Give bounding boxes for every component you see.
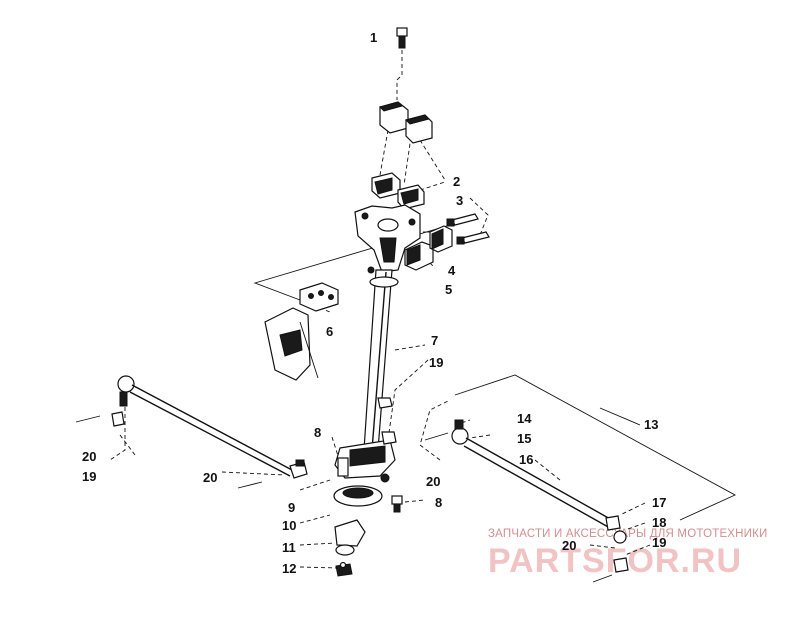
callout-8-left: 8 [314,425,321,440]
callout-7: 7 [431,333,438,348]
callout-12: 12 [282,561,296,576]
callout-19-right: 19 [652,535,666,550]
outline-lines [253,221,737,521]
callout-9: 9 [288,500,295,515]
leader-lines [109,50,651,569]
callout-19-left: 19 [82,469,96,484]
callout-13: 13 [644,417,658,432]
callout-17: 17 [652,495,666,510]
callout-11: 11 [282,540,296,555]
bolts-mid [446,213,490,245]
callout-14: 14 [517,411,532,426]
column-bracket [354,204,421,273]
watermark-tagline: ЗАПЧАСТИ И АКСЕССУАРЫ ДЛЯ МОТОТЕХНИКИ [488,528,768,540]
callout-3: 3 [456,193,463,208]
callouts: 1 2 3 4 5 6 7 19 8 20 19 20 9 10 11 12 8… [82,30,666,576]
mount-bracket [264,282,339,381]
callout-20-bottom: 20 [562,538,576,553]
callout-5: 5 [445,282,452,297]
callout-15: 15 [517,431,531,446]
callout-20-right: 20 [426,474,440,489]
callout-2: 2 [453,174,460,189]
callout-10: 10 [282,518,296,533]
bolt-top [396,27,408,49]
tie-rod-right [424,419,629,583]
nuts-mid [377,397,397,445]
handlebar-clamp [371,101,433,210]
bolt-lower-right [391,495,403,513]
callout-8-right: 8 [435,495,442,510]
callout-4: 4 [448,263,456,278]
callout-19-shaft: 19 [429,355,443,370]
pitman-arm [334,439,396,483]
callout-1: 1 [370,30,377,45]
callout-16: 16 [519,452,533,467]
callout-18: 18 [652,515,666,530]
lower-bearing-stack [333,485,383,577]
tie-rod-left [75,375,308,489]
steering-shaft [363,266,399,451]
callout-20-mid: 20 [203,470,217,485]
steering-blocks [404,225,453,271]
callout-20-left: 20 [82,449,96,464]
callout-6: 6 [326,324,333,339]
